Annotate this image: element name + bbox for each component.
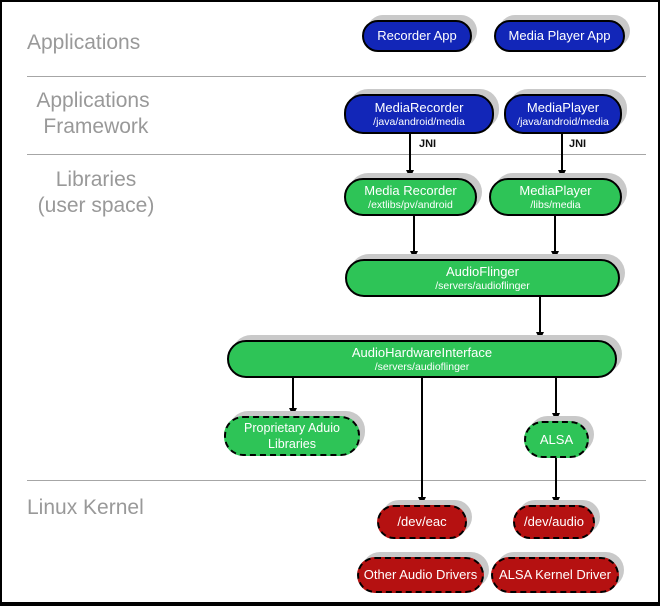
arrow-alsa-to-dev-audio-head	[551, 497, 560, 505]
node-audio-hardware-interface-path: /servers/audioflinger	[374, 360, 470, 373]
section-label-applications: Applications	[27, 31, 141, 54]
node-alsa-label: ALSA	[539, 431, 574, 447]
section-label-linux-kernel: Linux Kernel	[27, 496, 144, 519]
node-proprietary-audio-libraries-line1: Proprietary Aduio	[244, 421, 340, 435]
arrow-alsa-to-dev-audio-line	[555, 458, 557, 498]
arrow-jni-right-line	[561, 134, 563, 171]
node-dev-audio-label: /dev/audio	[524, 514, 584, 529]
arrow-ahw-to-dev-eac-line	[421, 378, 423, 498]
arrow-mediarecorder-to-audioflinger-head	[409, 251, 418, 259]
node-mediaplayer-lib: MediaPlayer /libs/media	[489, 178, 622, 216]
arrow-jni-left-line	[409, 134, 411, 171]
node-mediarecorder-framework: MediaRecorder /java/android/media	[344, 94, 494, 134]
arrow-ahw-to-alsa-line	[555, 378, 557, 414]
jni-label-right: JNI	[569, 138, 587, 150]
arrow-ahw-to-alsa-head	[551, 413, 560, 421]
arrow-mediarecorder-to-audioflinger-line	[413, 216, 415, 252]
node-mediaplayer-framework-path: /java/android/media	[517, 115, 609, 128]
node-proprietary-audio-libraries: Proprietary Aduio Libraries	[224, 416, 360, 456]
node-media-recorder-lib-label: Media Recorder	[364, 182, 457, 198]
node-dev-eac: /dev/eac	[377, 505, 467, 539]
node-mediaplayer-framework: MediaPlayer /java/android/media	[504, 94, 622, 134]
node-audio-hardware-interface: AudioHardwareInterface /servers/audiofli…	[227, 340, 617, 378]
arrow-ahw-to-proprietary-line	[292, 378, 294, 409]
divider-applications-framework	[27, 76, 646, 77]
arrow-audioflinger-to-ahw-line	[539, 297, 541, 333]
node-audioflinger-path: /servers/audioflinger	[435, 279, 530, 292]
node-mediaplayer-framework-label: MediaPlayer	[526, 99, 600, 115]
arrow-ahw-to-proprietary-head	[288, 408, 297, 416]
node-mediaplayer-lib-label: MediaPlayer	[519, 182, 592, 198]
node-dev-audio: /dev/audio	[513, 505, 595, 539]
arrow-jni-right-head	[557, 170, 566, 178]
node-mediarecorder-framework-path: /java/android/media	[373, 115, 465, 128]
node-media-player-app: Media Player App	[494, 20, 625, 52]
node-alsa: ALSA	[524, 421, 589, 458]
section-label-libraries: Libraries (user space)	[37, 168, 155, 217]
arrow-mediaplayer-to-audioflinger-line	[554, 216, 556, 252]
node-proprietary-audio-libraries-line2: Libraries	[268, 437, 316, 451]
node-alsa-kernel-driver: ALSA Kernel Driver	[491, 557, 619, 593]
node-media-recorder-lib-path: /extlibs/pv/android	[368, 198, 453, 211]
node-mediaplayer-lib-path: /libs/media	[530, 198, 581, 211]
divider-libraries-kernel	[27, 480, 646, 481]
node-mediarecorder-framework-label: MediaRecorder	[374, 99, 464, 115]
arrow-mediaplayer-to-audioflinger-head	[550, 251, 559, 259]
section-label-applications-framework: Applications Framework	[36, 89, 150, 138]
node-other-audio-drivers: Other Audio Drivers	[357, 557, 484, 593]
arrow-ahw-to-dev-eac-head	[417, 497, 426, 505]
node-dev-eac-label: /dev/eac	[397, 514, 447, 529]
node-other-audio-drivers-label: Other Audio Drivers	[363, 567, 478, 582]
node-media-player-app-label: Media Player App	[508, 28, 611, 43]
node-media-recorder-lib: Media Recorder /extlibs/pv/android	[344, 178, 477, 216]
node-recorder-app-label: Recorder App	[377, 28, 457, 43]
node-audioflinger-label: AudioFlinger	[446, 263, 519, 279]
arrow-jni-left-head	[405, 170, 414, 178]
arrow-audioflinger-to-ahw-head	[535, 332, 544, 340]
node-recorder-app: Recorder App	[362, 20, 472, 52]
jni-label-left: JNI	[419, 138, 437, 150]
divider-framework-libraries	[27, 154, 646, 155]
node-audio-hardware-interface-label: AudioHardwareInterface	[351, 344, 493, 360]
node-audioflinger: AudioFlinger /servers/audioflinger	[345, 259, 620, 297]
node-alsa-kernel-driver-label: ALSA Kernel Driver	[499, 567, 611, 582]
